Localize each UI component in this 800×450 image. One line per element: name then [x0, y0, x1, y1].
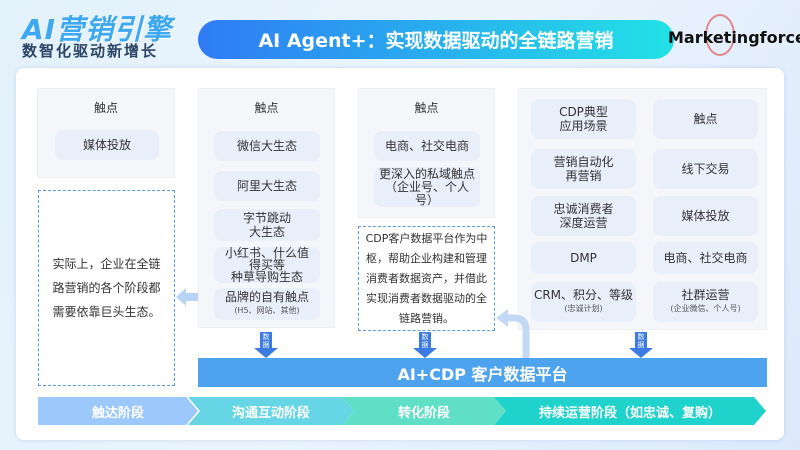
touchpoint-item: 电商、社交电商: [374, 131, 480, 161]
brand-title: AI营销引擎: [22, 13, 173, 46]
touchpoint-item: 触点: [653, 99, 758, 139]
touchpoint-column-1: 触点 媒体投放: [37, 88, 175, 178]
touchpoint-item: 线下交易: [653, 149, 758, 189]
stage-reach: 触达阶段: [38, 397, 198, 425]
data-label: 数据: [262, 333, 270, 349]
left-note: 实际上，企业在全链路营销的各个阶段都需要依靠巨头生态。: [38, 190, 175, 386]
company-logo: Marketingforce: [668, 28, 800, 47]
scenario-note: (忠诚计划): [564, 304, 603, 313]
globe-icon: [705, 14, 735, 56]
touchpoint-item: 品牌的自有触点 (H5、网站、其他): [214, 288, 320, 320]
data-label: 数据: [637, 333, 645, 349]
touchpoint-item: 媒体投放: [653, 196, 758, 236]
touchpoint-column-3: 触点 电商、社交电商 更深入的私域触点（企业号、个人号）: [358, 88, 495, 218]
touchpoint-item: 更深入的私域触点（企业号、个人号）: [374, 167, 480, 207]
stage-conversion: 转化阶段: [342, 397, 506, 425]
touchpoint-column-2: 触点 微信大生态 阿里大生态 字节跳动 大生态 小红书、什么值 得买等 种草导购…: [198, 88, 335, 328]
cdp-platform-bar: AI+CDP 客户数据平台: [198, 358, 767, 387]
stage-retention: 持续运营阶段（如忠诚、复购）: [494, 397, 766, 425]
data-arrow-3: 数据: [629, 332, 653, 362]
page-title: AI Agent+：实现数据驱动的全链路营销: [198, 20, 674, 59]
scenario-item: 忠诚消费者 深度运营: [531, 196, 636, 236]
brand-subtitle: 数智化驱动新增长: [22, 42, 159, 60]
scenario-item: CDP典型 应用场景: [531, 99, 636, 139]
column-header: 触点: [93, 101, 118, 115]
data-arrow-2: 数据: [413, 332, 437, 362]
touchpoint-item: 微信大生态: [214, 131, 320, 161]
arrow-left-icon: [176, 288, 198, 306]
touchpoint-label: 社群运营: [681, 288, 730, 302]
column-header: 触点: [254, 101, 279, 115]
touchpoint-item: 社群运营 (企业微信、个人号): [653, 282, 758, 322]
arrow-down-icon: [629, 332, 653, 358]
touchpoint-note: (企业微信、个人号): [670, 304, 741, 313]
cdp-note: CDP客户数据平台作为中枢，帮助企业构建和管理消费者数据资产，并借此实现消费者数…: [358, 226, 495, 331]
touchpoint-item: 小红书、什么值 得买等 种草导购生态: [214, 247, 320, 283]
scenario-item: 营销自动化 再营销: [531, 149, 636, 189]
touchpoint-item: 媒体投放: [55, 130, 159, 160]
cdp-scenarios-grid: CDP典型 应用场景 营销自动化 再营销 忠诚消费者 深度运营 DMP CRM、…: [518, 88, 767, 330]
scenario-label: CRM、积分、等级: [533, 288, 634, 302]
touchpoint-item: 字节跳动 大生态: [214, 209, 320, 241]
data-label: 数据: [421, 333, 429, 349]
scenario-item: DMP: [531, 242, 636, 274]
touchpoint-note: (H5、网站、其他): [234, 306, 300, 315]
touchpoint-label: 品牌的自有触点: [224, 290, 309, 304]
data-arrow-1: 数据: [254, 332, 278, 362]
touchpoint-item: 阿里大生态: [214, 171, 320, 201]
arrow-down-icon: [254, 332, 278, 358]
arrow-down-icon: [413, 332, 437, 358]
curved-arrow-icon: [496, 309, 530, 360]
scenario-item: CRM、积分、等级 (忠诚计划): [531, 282, 636, 322]
column-header: 触点: [414, 101, 439, 115]
touchpoint-item: 电商、社交电商: [653, 242, 758, 274]
stage-engagement: 沟通互动阶段: [188, 397, 354, 425]
